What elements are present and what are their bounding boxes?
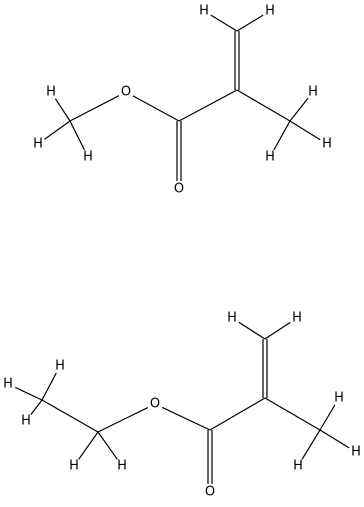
single-bond-c2-c3 [209, 397, 266, 431]
hydrogen-atom-label: H [334, 391, 344, 406]
single-bond-c5-h6 [289, 97, 309, 122]
single-bond-c5-h5 [14, 386, 43, 401]
hydrogen-atom-label: H [293, 459, 303, 474]
hydrogen-atom-label: H [199, 4, 209, 19]
single-bond-o1-c4 [69, 95, 120, 122]
methyl-methacrylate-structure: H H O O H H H H H H [33, 4, 332, 197]
hydrogen-atom-label: H [292, 311, 302, 326]
oxygen-atom-label: O [174, 182, 184, 197]
hydrogen-atom-label: H [308, 85, 318, 100]
single-bond-c6-h8 [319, 404, 336, 431]
hydrogen-atom-label: H [69, 459, 79, 474]
single-bond-c5-h6 [41, 372, 57, 401]
single-bond-c5-h8 [273, 120, 291, 151]
hydrogen-atom-label: H [3, 377, 13, 392]
hydrogen-atom-label: H [83, 150, 93, 165]
oxygen-atom-label: O [150, 397, 160, 412]
single-bond-c4-h4 [44, 120, 71, 140]
single-bond-c4-c5 [41, 399, 99, 433]
single-bond-c3-o1 [161, 406, 211, 431]
ethyl-methacrylate-structure: H H O O H H H H H H H H [3, 311, 361, 500]
hydrogen-atom-label: H [265, 150, 275, 165]
oxygen-atom-label: O [121, 85, 131, 100]
hydrogen-atom-label: H [33, 137, 43, 152]
single-bond-c4-h3 [54, 98, 71, 122]
single-bond-c2-c5 [236, 89, 291, 122]
hydrogen-atom-label: H [21, 414, 31, 429]
hydrogen-atom-label: H [227, 311, 237, 326]
single-bond-c4-h3 [78, 431, 99, 460]
single-bond-h2-c1 [236, 14, 264, 32]
single-bond-c4-h5 [69, 120, 85, 151]
single-bond-c6-h9 [319, 429, 350, 449]
hydrogen-atom-label: H [265, 4, 275, 19]
single-bond-c3-o1 [132, 95, 180, 122]
hydrogen-atom-label: H [55, 359, 65, 374]
hydrogen-atom-label: H [46, 85, 56, 100]
single-bond-c2-c6 [264, 397, 321, 431]
single-bond-c5-h7 [289, 120, 321, 141]
hydrogen-atom-label: H [322, 137, 332, 152]
single-bond-h1-c1 [210, 14, 238, 32]
single-bond-c4-h4 [97, 431, 118, 460]
single-bond-h1-c1 [238, 321, 266, 340]
single-bond-c6-h10 [301, 429, 321, 460]
hydrogen-atom-label: H [117, 459, 127, 474]
single-bond-c2-c3 [178, 89, 238, 122]
hydrogen-atom-label: H [351, 445, 361, 460]
single-bond-h2-c1 [264, 321, 291, 340]
single-bond-c5-h7 [30, 399, 43, 416]
oxygen-atom-label: O [205, 485, 215, 500]
single-bond-o1-c4 [97, 406, 149, 433]
